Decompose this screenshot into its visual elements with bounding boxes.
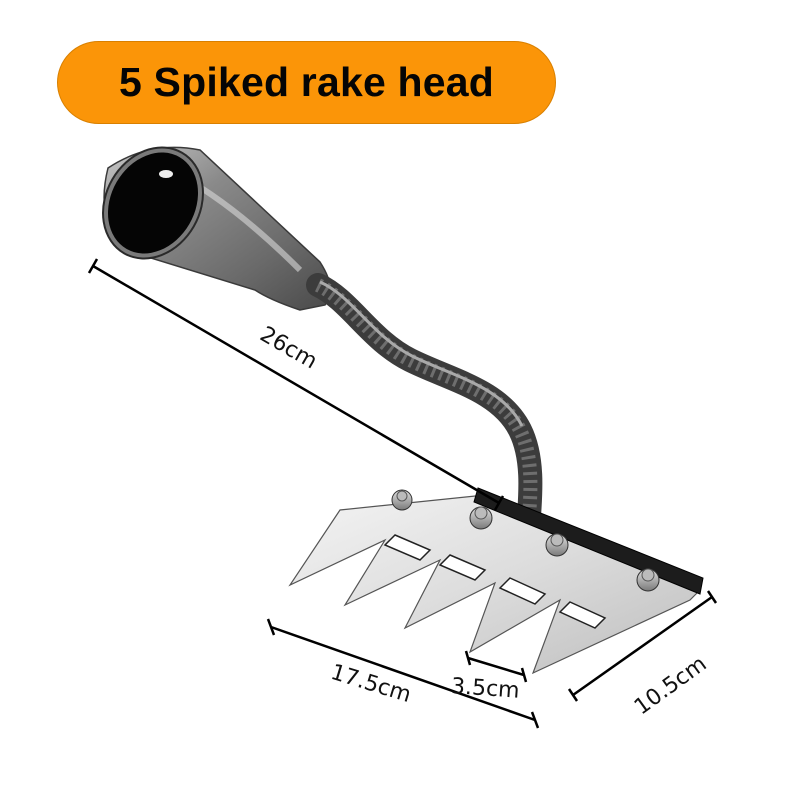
- dimension-line-depth: [567, 590, 718, 702]
- dimension-line-spacing: [464, 650, 528, 683]
- handle-neck: [306, 273, 543, 542]
- dimension-line-length: [87, 258, 505, 511]
- nut-icon: [545, 533, 569, 557]
- bolts: [391, 489, 660, 592]
- nut-icon: [469, 506, 493, 530]
- dimension-line-width: [266, 618, 540, 729]
- nut-icon: [391, 489, 413, 511]
- banner-title: 5 Spiked rake head: [118, 59, 495, 105]
- nut-icon: [636, 568, 660, 592]
- title-banner: 5 Spiked rake head: [57, 41, 556, 124]
- spacing-label: 3.5cm: [450, 674, 521, 704]
- rake-blade: [288, 494, 702, 675]
- handle-socket: [102, 146, 332, 311]
- mounting-bar: [473, 487, 704, 595]
